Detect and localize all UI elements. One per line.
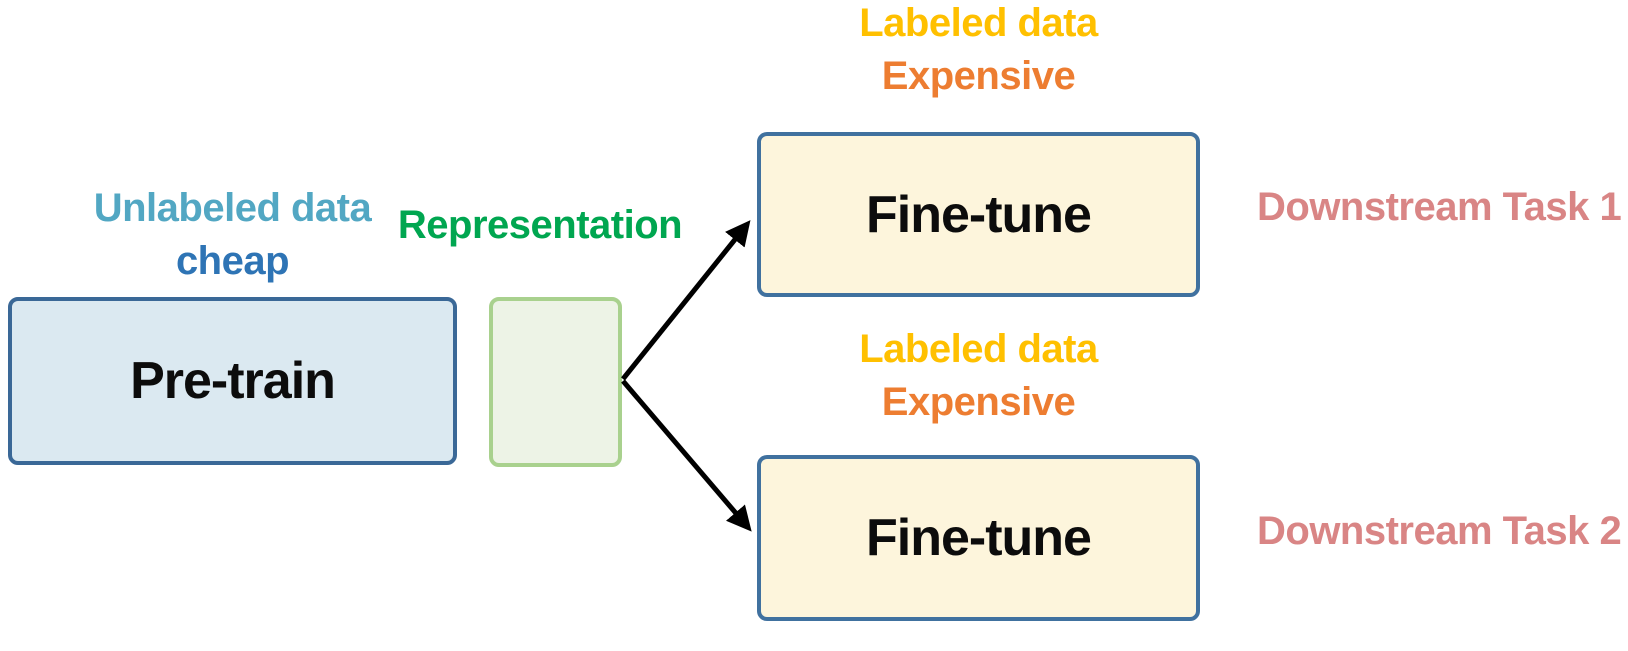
finetune1-box-label: Fine-tune — [866, 185, 1092, 244]
finetune2-box-label: Fine-tune — [866, 509, 1092, 567]
pretrain-box: Pre-train — [8, 297, 457, 465]
representation-label: Representation — [380, 199, 700, 252]
representation-label-text: Representation — [397, 203, 683, 247]
finetune1-box: Fine-tune — [757, 132, 1200, 297]
downstream-task2-label: Downstream Task 2 — [1257, 509, 1622, 553]
pretrain-box-label: Pre-train — [130, 352, 336, 410]
arrow-to-finetune2 — [621, 379, 752, 532]
labeled-data-label-2: Labeled data — [859, 327, 1098, 371]
expensive-label-1: Expensive — [881, 54, 1076, 98]
finetune2-caption: Labeled data Expensive — [757, 323, 1200, 429]
finetune2-box: Fine-tune — [757, 455, 1200, 621]
pretrain-caption: Unlabeled data cheap — [8, 182, 457, 288]
finetune1-caption: Labeled data Expensive — [757, 0, 1200, 103]
downstream-task1-label: Downstream Task 1 — [1257, 185, 1622, 229]
unlabeled-data-label: Unlabeled data — [93, 186, 372, 230]
labeled-data-label-1: Labeled data — [859, 1, 1098, 45]
representation-box — [489, 297, 622, 467]
expensive-label-2: Expensive — [881, 380, 1076, 424]
cheap-label: cheap — [175, 239, 290, 283]
